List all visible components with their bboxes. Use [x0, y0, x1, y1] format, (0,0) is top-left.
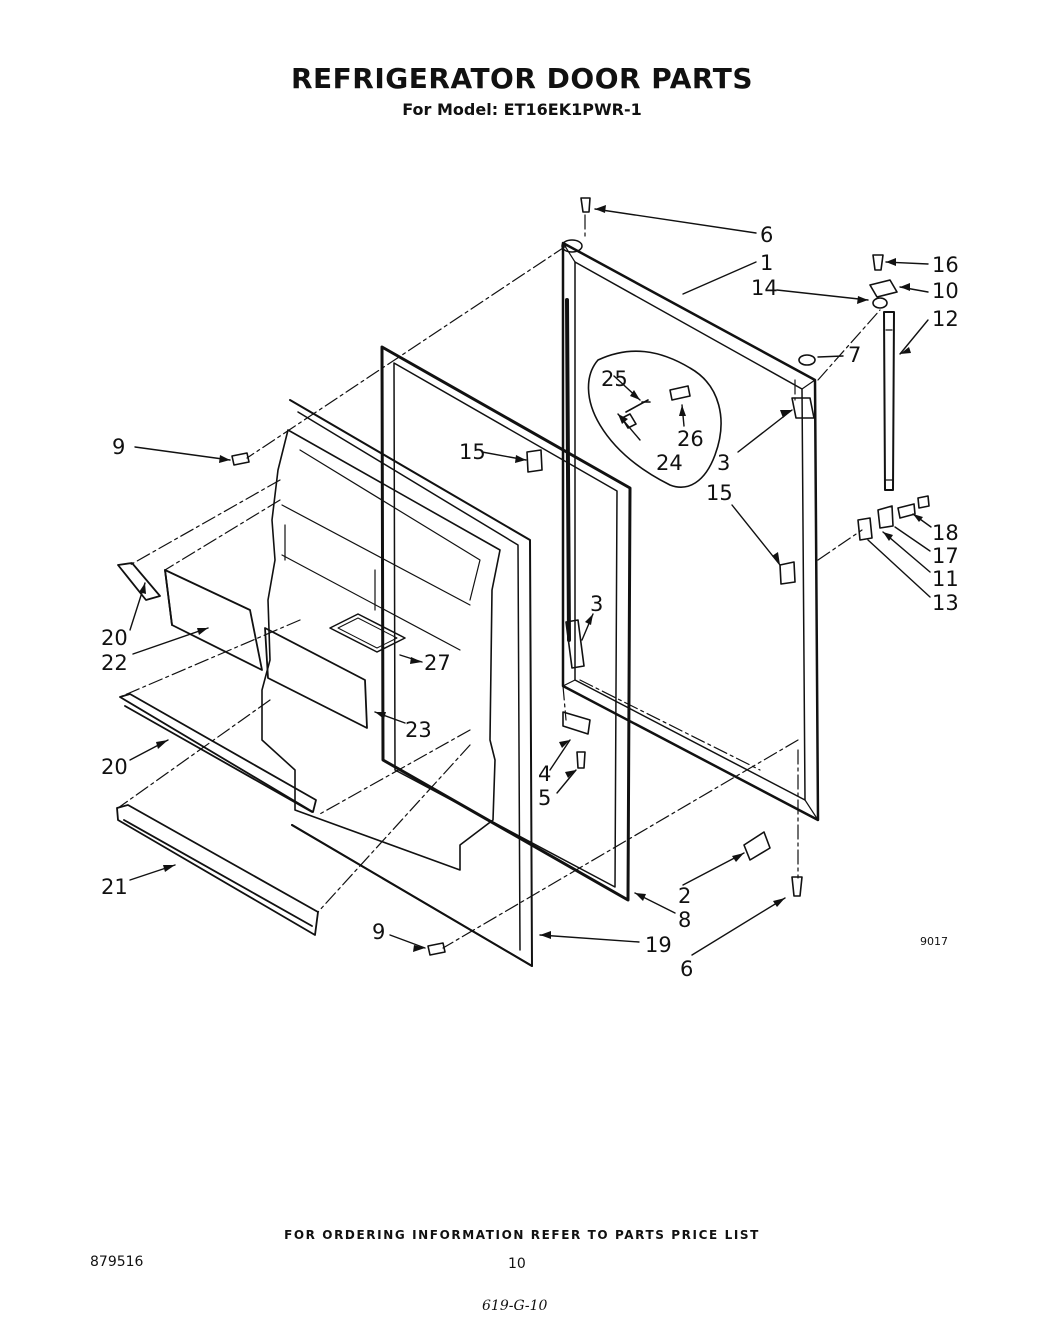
label-10: 10	[932, 279, 959, 303]
label-23: 23	[405, 718, 432, 742]
guide-lines	[117, 214, 881, 949]
page-title: REFRIGERATOR DOOR PARTS	[290, 62, 753, 95]
hinge-bar	[883, 311, 895, 491]
inner-door-liner	[261, 399, 533, 967]
label-14: 14	[751, 276, 778, 300]
model-subtitle: For Model: ET16EK1PWR-1	[402, 100, 642, 119]
label-15-left: 15	[459, 440, 486, 464]
label-11: 11	[932, 567, 959, 591]
label-6-bottom: 6	[680, 957, 693, 981]
label-13: 13	[932, 591, 959, 615]
label-24: 24	[656, 451, 683, 475]
door-shelves	[116, 562, 368, 936]
label-12: 12	[932, 307, 959, 331]
label-18: 18	[932, 521, 959, 545]
label-8: 8	[678, 908, 691, 932]
label-19: 19	[645, 933, 672, 957]
label-22: 22	[101, 651, 128, 675]
label-5: 5	[538, 786, 551, 810]
label-3-bottom: 3	[590, 592, 603, 616]
label-4: 4	[538, 762, 551, 786]
label-1: 1	[760, 251, 773, 275]
label-16: 16	[932, 253, 959, 277]
label-15-right: 15	[706, 481, 733, 505]
label-21: 21	[101, 875, 128, 899]
hardware	[231, 197, 930, 956]
label-25: 25	[601, 367, 628, 391]
leader-lines	[129, 208, 932, 956]
label-9-bottom: 9	[372, 920, 385, 944]
outer-door-panel	[561, 239, 820, 822]
label-9-top: 9	[112, 435, 125, 459]
figure-code: 9017	[920, 935, 948, 948]
label-17: 17	[932, 544, 959, 568]
label-27: 27	[424, 651, 451, 675]
label-3-top: 3	[717, 451, 730, 475]
part-labels: 6 1 14 16 10 12 7 25 26 24 3 15 15 9 18 …	[101, 223, 959, 981]
ordering-note: FOR ORDERING INFORMATION REFER TO PARTS …	[284, 1228, 760, 1242]
label-2: 2	[678, 884, 691, 908]
detail-callout	[587, 350, 722, 488]
label-20-top: 20	[101, 626, 128, 650]
handwritten-note: 619-G-10	[482, 1298, 548, 1314]
label-7: 7	[848, 343, 861, 367]
page-number: 10	[508, 1256, 526, 1272]
document-number: 879516	[90, 1254, 144, 1270]
label-6-top: 6	[760, 223, 773, 247]
label-20-bottom: 20	[101, 755, 128, 779]
arrowheads	[139, 205, 923, 952]
door-gasket	[380, 345, 632, 902]
label-26: 26	[677, 427, 704, 451]
